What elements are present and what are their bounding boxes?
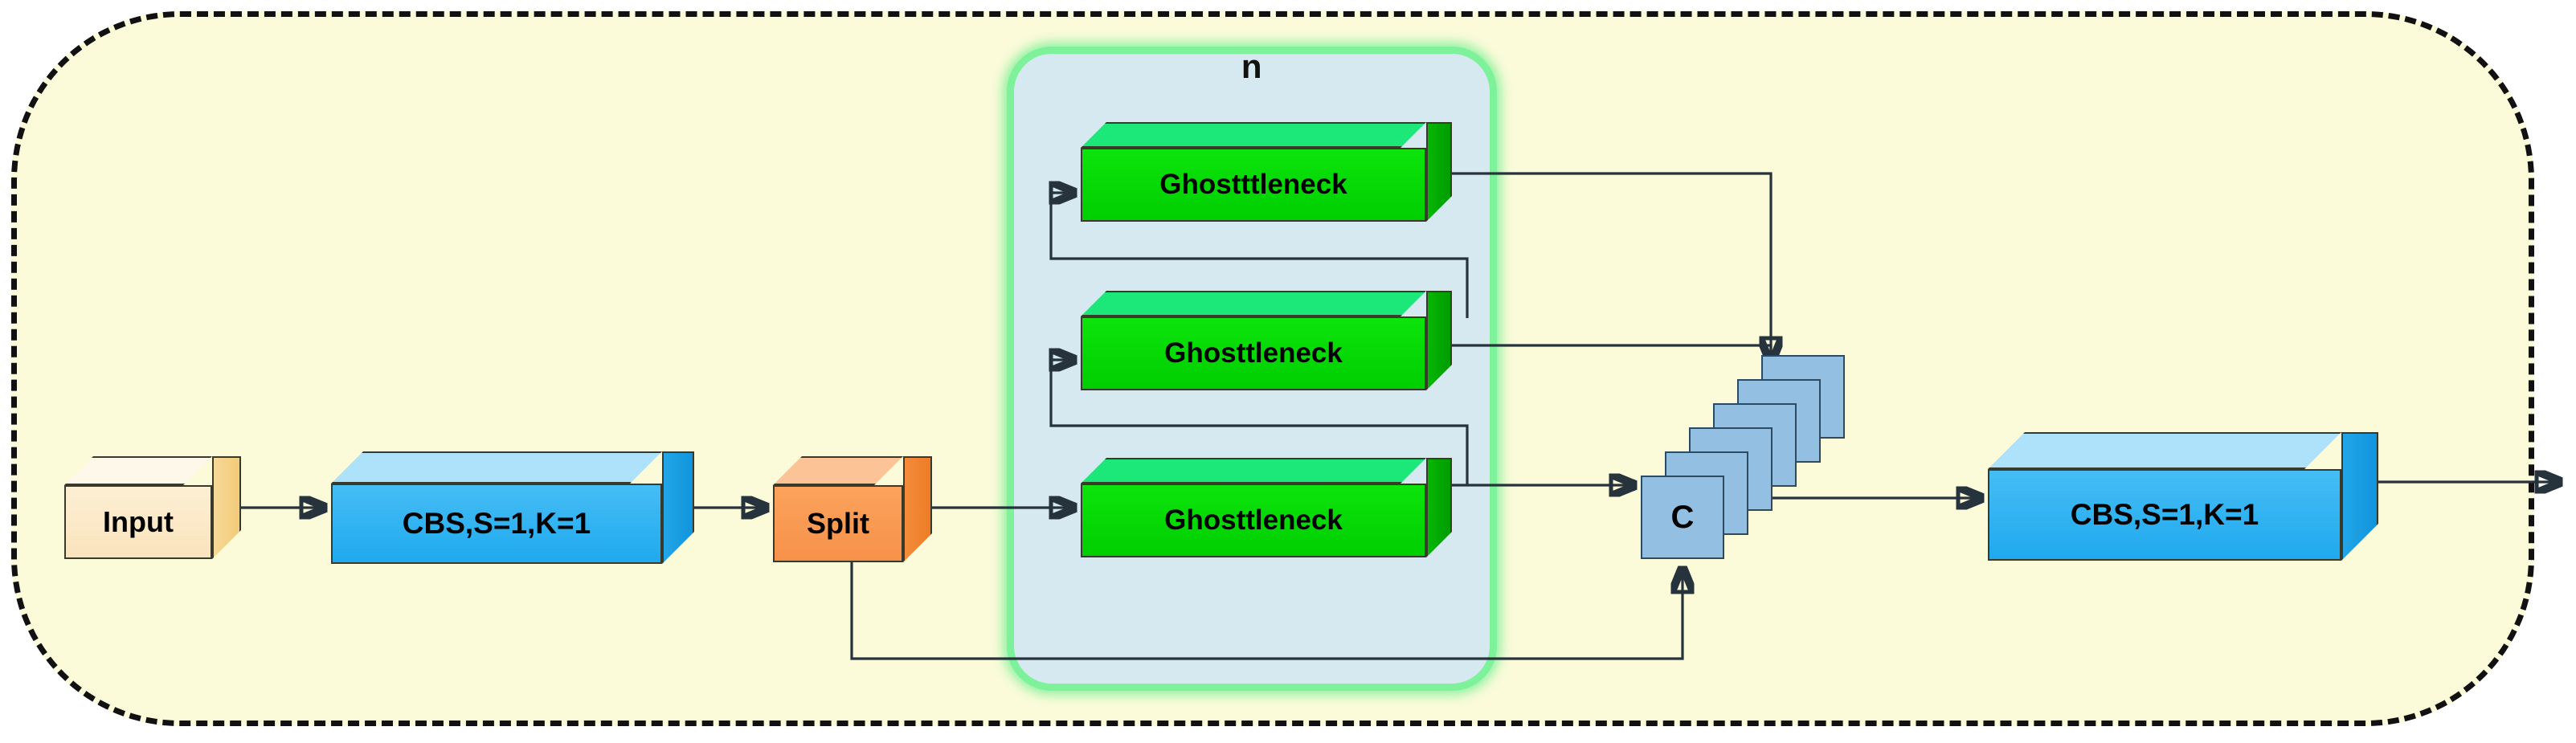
split-label: Split (773, 485, 903, 562)
node-ghost-bottleneck-0[interactable]: Ghostttleneck (1081, 122, 1452, 222)
ghost-1-label: Ghosttleneck (1081, 316, 1426, 390)
cbs-right-top-face (1988, 432, 2341, 469)
node-cbs-right[interactable]: CBS,S=1,K=1 (1988, 432, 2378, 561)
ghost-1-side-face (1426, 291, 1452, 390)
ghost-1-top-face (1081, 291, 1426, 316)
ghost-0-side-face (1426, 122, 1452, 222)
node-input[interactable]: Input (64, 456, 241, 559)
ghost-2-label: Ghosttleneck (1081, 484, 1426, 557)
node-cbs-left[interactable]: CBS,S=1,K=1 (331, 451, 694, 564)
node-concat[interactable]: C (1641, 355, 1850, 561)
cbs-left-side-face (662, 451, 694, 564)
node-ghost-bottleneck-1[interactable]: Ghosttleneck (1081, 291, 1452, 390)
concat-label: C (1641, 476, 1724, 559)
input-top-face (64, 456, 212, 485)
cbs-left-label: CBS,S=1,K=1 (331, 484, 662, 564)
ghost-2-top-face (1081, 458, 1426, 484)
repeat-count-label: n (1241, 47, 1263, 85)
split-side-face (903, 456, 932, 562)
ghost-0-top-face (1081, 122, 1426, 148)
ghost-0-label: Ghostttleneck (1081, 148, 1426, 222)
node-ghost-bottleneck-2[interactable]: Ghosttleneck (1081, 458, 1452, 557)
input-side-face (212, 456, 241, 559)
split-top-face (773, 456, 903, 485)
cbs-left-top-face (331, 451, 662, 484)
cbs-right-label: CBS,S=1,K=1 (1988, 469, 2341, 561)
cbs-right-side-face (2341, 432, 2378, 561)
ghost-2-side-face (1426, 458, 1452, 557)
input-label: Input (64, 485, 212, 559)
node-split[interactable]: Split (773, 456, 932, 562)
